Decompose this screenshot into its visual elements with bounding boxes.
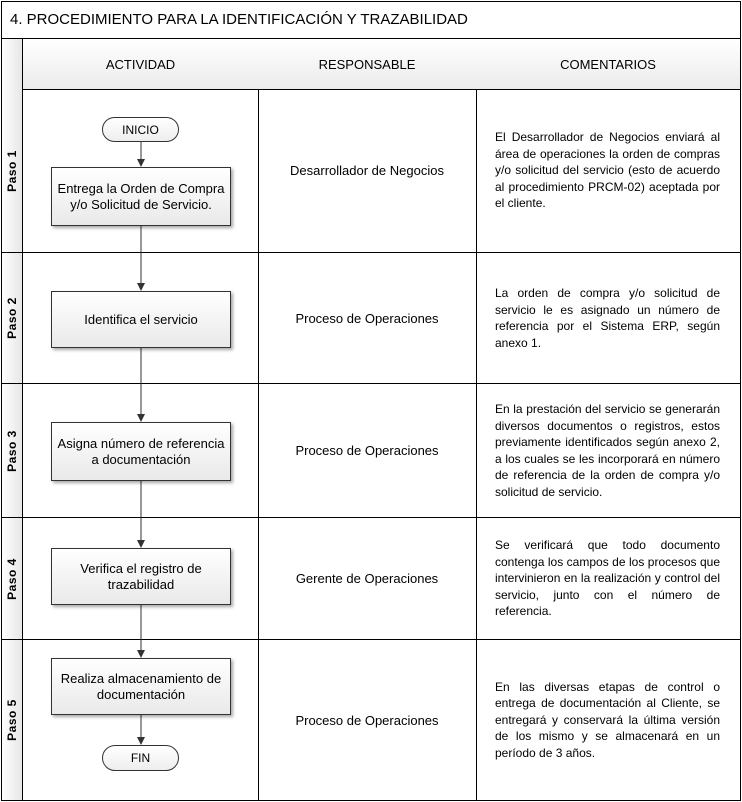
activity-box: Identifica el servicio xyxy=(51,291,231,348)
activity-box: Asigna número de referencia a documentac… xyxy=(51,422,231,481)
responsable-cell: Proceso de Operaciones xyxy=(258,640,477,801)
comentario-cell: Se verificará que todo documento conteng… xyxy=(476,518,741,640)
comentario-text: El Desarrollador de Negocios enviará al … xyxy=(495,130,720,211)
comentario-cell: La orden de compra y/o solicitud de serv… xyxy=(476,253,741,384)
comentario-text: En las diversas etapas de control o entr… xyxy=(495,679,720,760)
comentario-cell: En la prestación del servicio se generar… xyxy=(476,384,741,518)
header-comentarios: COMENTARIOS xyxy=(476,38,741,90)
end-terminal: FIN xyxy=(102,745,179,771)
responsable-cell: Desarrollador de Negocios xyxy=(258,89,477,253)
comentario-text: La orden de compra y/o solicitud de serv… xyxy=(495,286,720,350)
lane-paso-2: Paso 2 xyxy=(1,253,23,384)
activity-box: Verifica el registro de trazabilidad xyxy=(51,548,231,605)
responsable-cell: Proceso de Operaciones xyxy=(258,253,477,384)
comentario-cell: En las diversas etapas de control o entr… xyxy=(476,640,741,801)
activity-cell xyxy=(23,640,259,801)
start-terminal: INICIO xyxy=(102,117,179,142)
comentario-cell: El Desarrollador de Negocios enviará al … xyxy=(476,89,741,253)
header-actividad: ACTIVIDAD xyxy=(23,38,259,90)
activity-box: Realiza almacenamiento de documentación xyxy=(51,658,231,715)
responsable-cell: Proceso de Operaciones xyxy=(258,384,477,518)
lane-paso-1: Paso 1 xyxy=(1,89,23,253)
lane-paso-5: Paso 5 xyxy=(1,640,23,801)
activity-box: Entrega la Orden de Compra y/o Solicitud… xyxy=(51,167,231,226)
header-responsable: RESPONSABLE xyxy=(258,38,477,90)
comentario-text: Se verificará que todo documento conteng… xyxy=(495,538,720,619)
comentario-text: En la prestación del servicio se generar… xyxy=(495,402,720,499)
lane-paso-3: Paso 3 xyxy=(1,384,23,518)
lane-paso-4: Paso 4 xyxy=(1,518,23,640)
responsable-cell: Gerente de Operaciones xyxy=(258,518,477,640)
